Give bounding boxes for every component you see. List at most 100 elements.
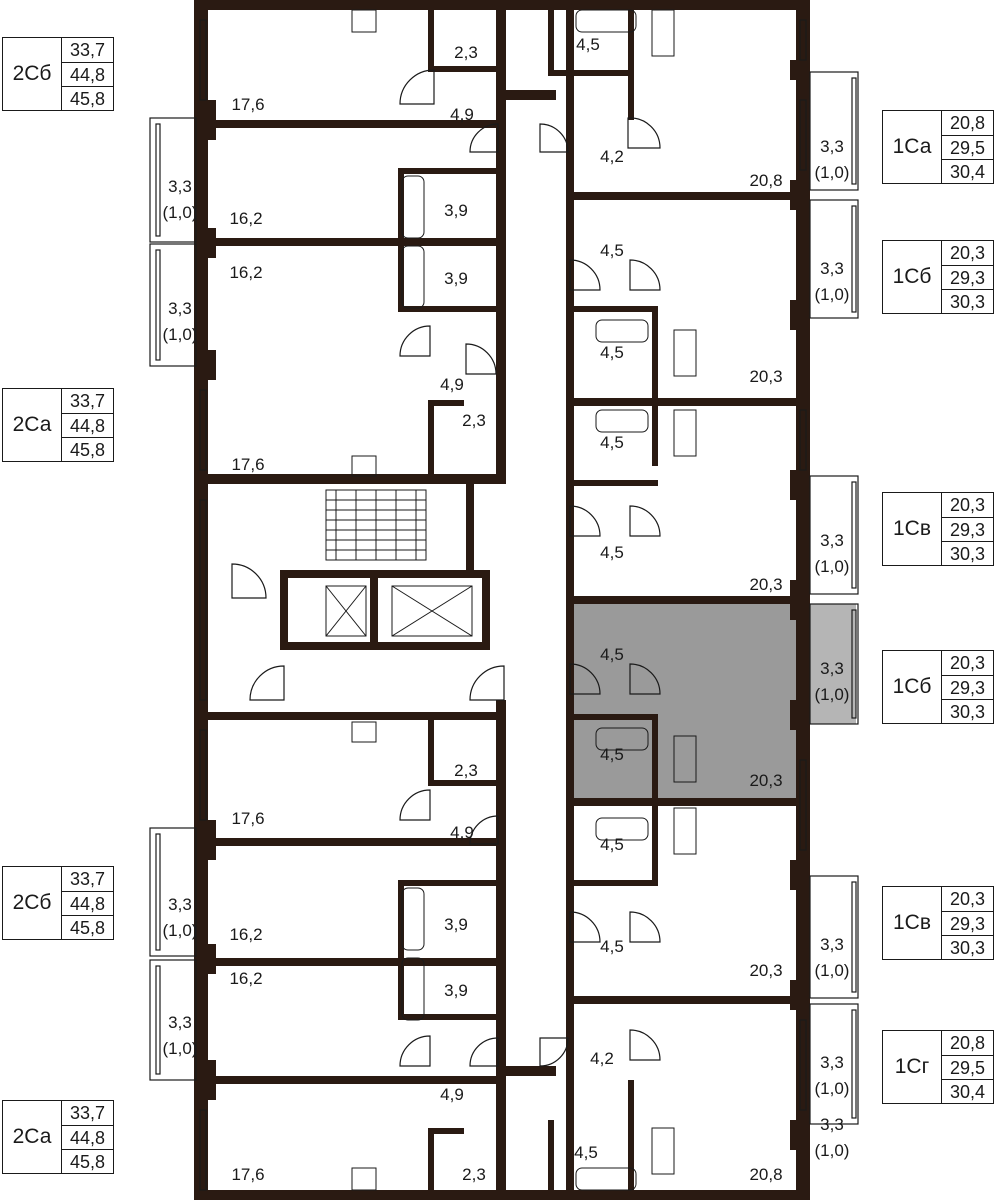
apartment-legend-2sb-lower: 2Сб 33,7 44,8 45,8 xyxy=(2,866,114,940)
room-label: (1,0) xyxy=(815,163,850,182)
room-label: 3,9 xyxy=(444,981,468,1000)
apartment-code: 2Са xyxy=(12,1125,52,1148)
room-label: 16,2 xyxy=(229,925,262,944)
room-label: 16,2 xyxy=(229,263,262,282)
room-label: 20,3 xyxy=(749,771,782,790)
room-label: 4,5 xyxy=(600,543,624,562)
apartment-area-with-balcony: 30,3 xyxy=(941,699,993,724)
room-label: 4,9 xyxy=(450,105,474,124)
room-label: (1,0) xyxy=(163,203,198,222)
apartment-legend-2sa-upper: 2Са 33,7 44,8 45,8 xyxy=(2,388,114,462)
apartment-legend-1sb-upper: 1Сб 20,3 29,3 30,3 xyxy=(882,240,994,314)
fixtures xyxy=(351,9,697,1191)
room-labels: 2,3 4,5 17,6 4,9 4,2 3,3 (1,0) 20,8 3,3 … xyxy=(163,35,850,1184)
apartment-code: 1Св xyxy=(892,517,931,540)
apartment-legend-1sv-upper: 1Св 20,3 29,3 30,3 xyxy=(882,492,994,566)
room-label: 17,6 xyxy=(231,809,264,828)
elevators xyxy=(325,585,473,637)
room-label: 4,5 xyxy=(600,745,624,764)
room-label: 3,3 xyxy=(820,1053,844,1072)
apartment-code: 2Сб xyxy=(12,62,52,85)
room-label: 4,2 xyxy=(600,147,624,166)
apartment-area-living: 20,3 xyxy=(941,887,993,911)
apartment-area-with-balcony: 45,8 xyxy=(61,1149,113,1174)
room-label: 4,5 xyxy=(574,1143,598,1162)
room-label: 3,3 xyxy=(820,137,844,156)
apartment-area-living: 33,7 xyxy=(61,389,113,413)
apartment-area-total: 29,3 xyxy=(941,911,993,936)
room-label: (1,0) xyxy=(815,1141,850,1160)
apartment-area-total: 29,5 xyxy=(941,135,993,160)
apartment-area-with-balcony: 30,3 xyxy=(941,935,993,960)
room-label: 3,3 xyxy=(820,1115,844,1134)
apartment-code: 1Сг xyxy=(894,1055,930,1078)
apartment-legend-2sa-bottom: 2Са 33,7 44,8 45,8 xyxy=(2,1100,114,1174)
apartment-area-living: 20,3 xyxy=(941,493,993,517)
room-label: (1,0) xyxy=(163,1039,198,1058)
apartment-legend-2sb-top: 2Сб 33,7 44,8 45,8 xyxy=(2,37,114,111)
room-label: 3,9 xyxy=(444,915,468,934)
room-label: 20,3 xyxy=(749,367,782,386)
windows xyxy=(149,19,859,1191)
apartment-area-with-balcony: 45,8 xyxy=(61,915,113,940)
room-label: 3,3 xyxy=(168,177,192,196)
apartment-legend-1sa: 1Са 20,8 29,5 30,4 xyxy=(882,110,994,184)
room-label: 4,5 xyxy=(600,645,624,664)
apartment-area-total: 29,5 xyxy=(941,1055,993,1080)
apartment-area-with-balcony: 30,4 xyxy=(941,1079,993,1104)
room-label: (1,0) xyxy=(815,557,850,576)
apartment-legend-1sb-highlighted: 1Сб 20,3 29,3 30,3 xyxy=(882,650,994,724)
highlighted-balcony xyxy=(808,604,856,724)
room-label: 4,5 xyxy=(576,35,600,54)
apartment-legend-1sg: 1Сг 20,8 29,5 30,4 xyxy=(882,1030,994,1104)
apartment-area-with-balcony: 45,8 xyxy=(61,437,113,462)
room-label: (1,0) xyxy=(815,285,850,304)
room-label: 16,2 xyxy=(229,209,262,228)
stairs xyxy=(325,489,427,561)
apartment-area-total: 44,8 xyxy=(61,891,113,916)
room-label: 3,3 xyxy=(820,531,844,550)
room-label: 4,5 xyxy=(600,343,624,362)
room-label: 3,3 xyxy=(820,935,844,954)
apartment-area-total: 44,8 xyxy=(61,1125,113,1150)
room-label: 3,3 xyxy=(820,659,844,678)
room-label: (1,0) xyxy=(163,921,198,940)
room-label: 2,3 xyxy=(454,761,478,780)
apartment-area-living: 20,3 xyxy=(941,241,993,265)
room-label: 16,2 xyxy=(229,969,262,988)
apartment-area-living: 20,8 xyxy=(941,111,993,135)
room-label: 2,3 xyxy=(462,411,486,430)
apartment-code: 1Св xyxy=(892,911,931,934)
apartment-legend-1sv-lower: 1Св 20,3 29,3 30,3 xyxy=(882,886,994,960)
room-label: 2,3 xyxy=(462,1165,486,1184)
room-label: 4,9 xyxy=(440,375,464,394)
room-label: 3,3 xyxy=(168,299,192,318)
room-label: 17,6 xyxy=(231,1165,264,1184)
apartment-area-living: 33,7 xyxy=(61,1101,113,1125)
room-label: (1,0) xyxy=(815,961,850,980)
apartment-area-living: 20,3 xyxy=(941,651,993,675)
room-label: 3,3 xyxy=(168,895,192,914)
room-label: 17,6 xyxy=(231,455,264,474)
room-label: 17,6 xyxy=(231,95,264,114)
apartment-area-total: 44,8 xyxy=(61,413,113,438)
apartment-area-total: 44,8 xyxy=(61,62,113,87)
apartment-area-with-balcony: 30,3 xyxy=(941,289,993,314)
room-label: (1,0) xyxy=(815,1079,850,1098)
apartment-area-total: 29,3 xyxy=(941,675,993,700)
highlighted-apartment xyxy=(566,600,802,800)
door-swings xyxy=(231,69,661,1067)
room-label: 3,3 xyxy=(820,259,844,278)
apartment-area-living: 20,8 xyxy=(941,1031,993,1055)
room-label: 20,8 xyxy=(749,171,782,190)
room-label: 20,8 xyxy=(749,1165,782,1184)
walls xyxy=(194,0,810,1200)
apartment-area-with-balcony: 45,8 xyxy=(61,86,113,111)
room-label: 2,3 xyxy=(454,43,478,62)
apartment-area-total: 29,3 xyxy=(941,265,993,290)
apartment-area-living: 33,7 xyxy=(61,38,113,62)
apartment-code: 2Са xyxy=(12,413,52,436)
room-label: 20,3 xyxy=(749,961,782,980)
apartment-area-total: 29,3 xyxy=(941,517,993,542)
